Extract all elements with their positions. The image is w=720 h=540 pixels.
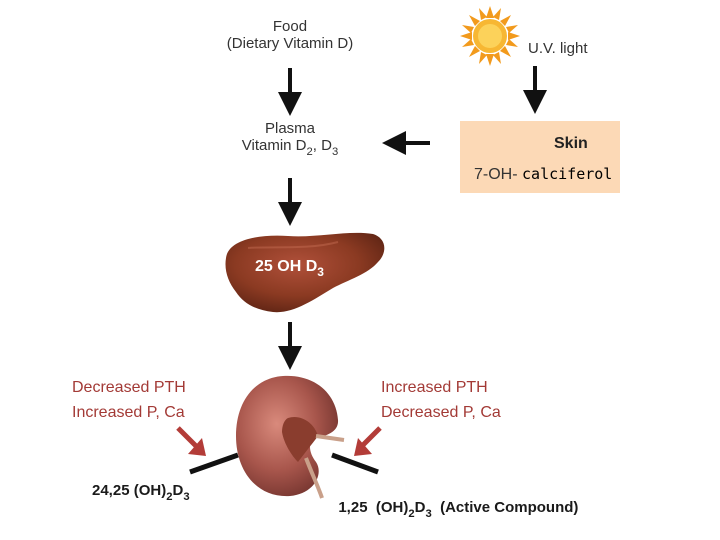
liver-label: 25 OH D3 [255, 258, 324, 276]
left-regulation-line2: Increased P, Ca [72, 400, 186, 425]
plasma-vitamins: Vitamin D2, D3 [205, 137, 375, 154]
skin-compound-prefix: 7-OH- [474, 166, 518, 183]
left-regulation-line1: Decreased PTH [72, 375, 186, 400]
skin-compound-suffix: calciferol [522, 165, 612, 183]
kidney-icon [228, 370, 346, 500]
arrow-right-regulation [362, 428, 380, 446]
right-regulation-line2: Decreased P, Ca [381, 400, 501, 425]
skin-compound: 7-OH- calciferol [474, 165, 612, 184]
arrow-left-regulation [178, 428, 196, 446]
right-regulation-line1: Increased PTH [381, 375, 501, 400]
plasma-title: Plasma [205, 120, 375, 137]
plasma-label: Plasma Vitamin D2, D3 [205, 120, 375, 154]
right-regulation-label: Increased PTH Decreased P, Ca [381, 375, 501, 425]
right-product-formula: 1,25 (OH)2D3 (Active Compound) [330, 482, 578, 516]
left-product-formula: 24,25 (OH)2D3 [92, 482, 190, 499]
left-regulation-label: Decreased PTH Increased P, Ca [72, 375, 186, 425]
skin-title: Skin [554, 135, 588, 153]
